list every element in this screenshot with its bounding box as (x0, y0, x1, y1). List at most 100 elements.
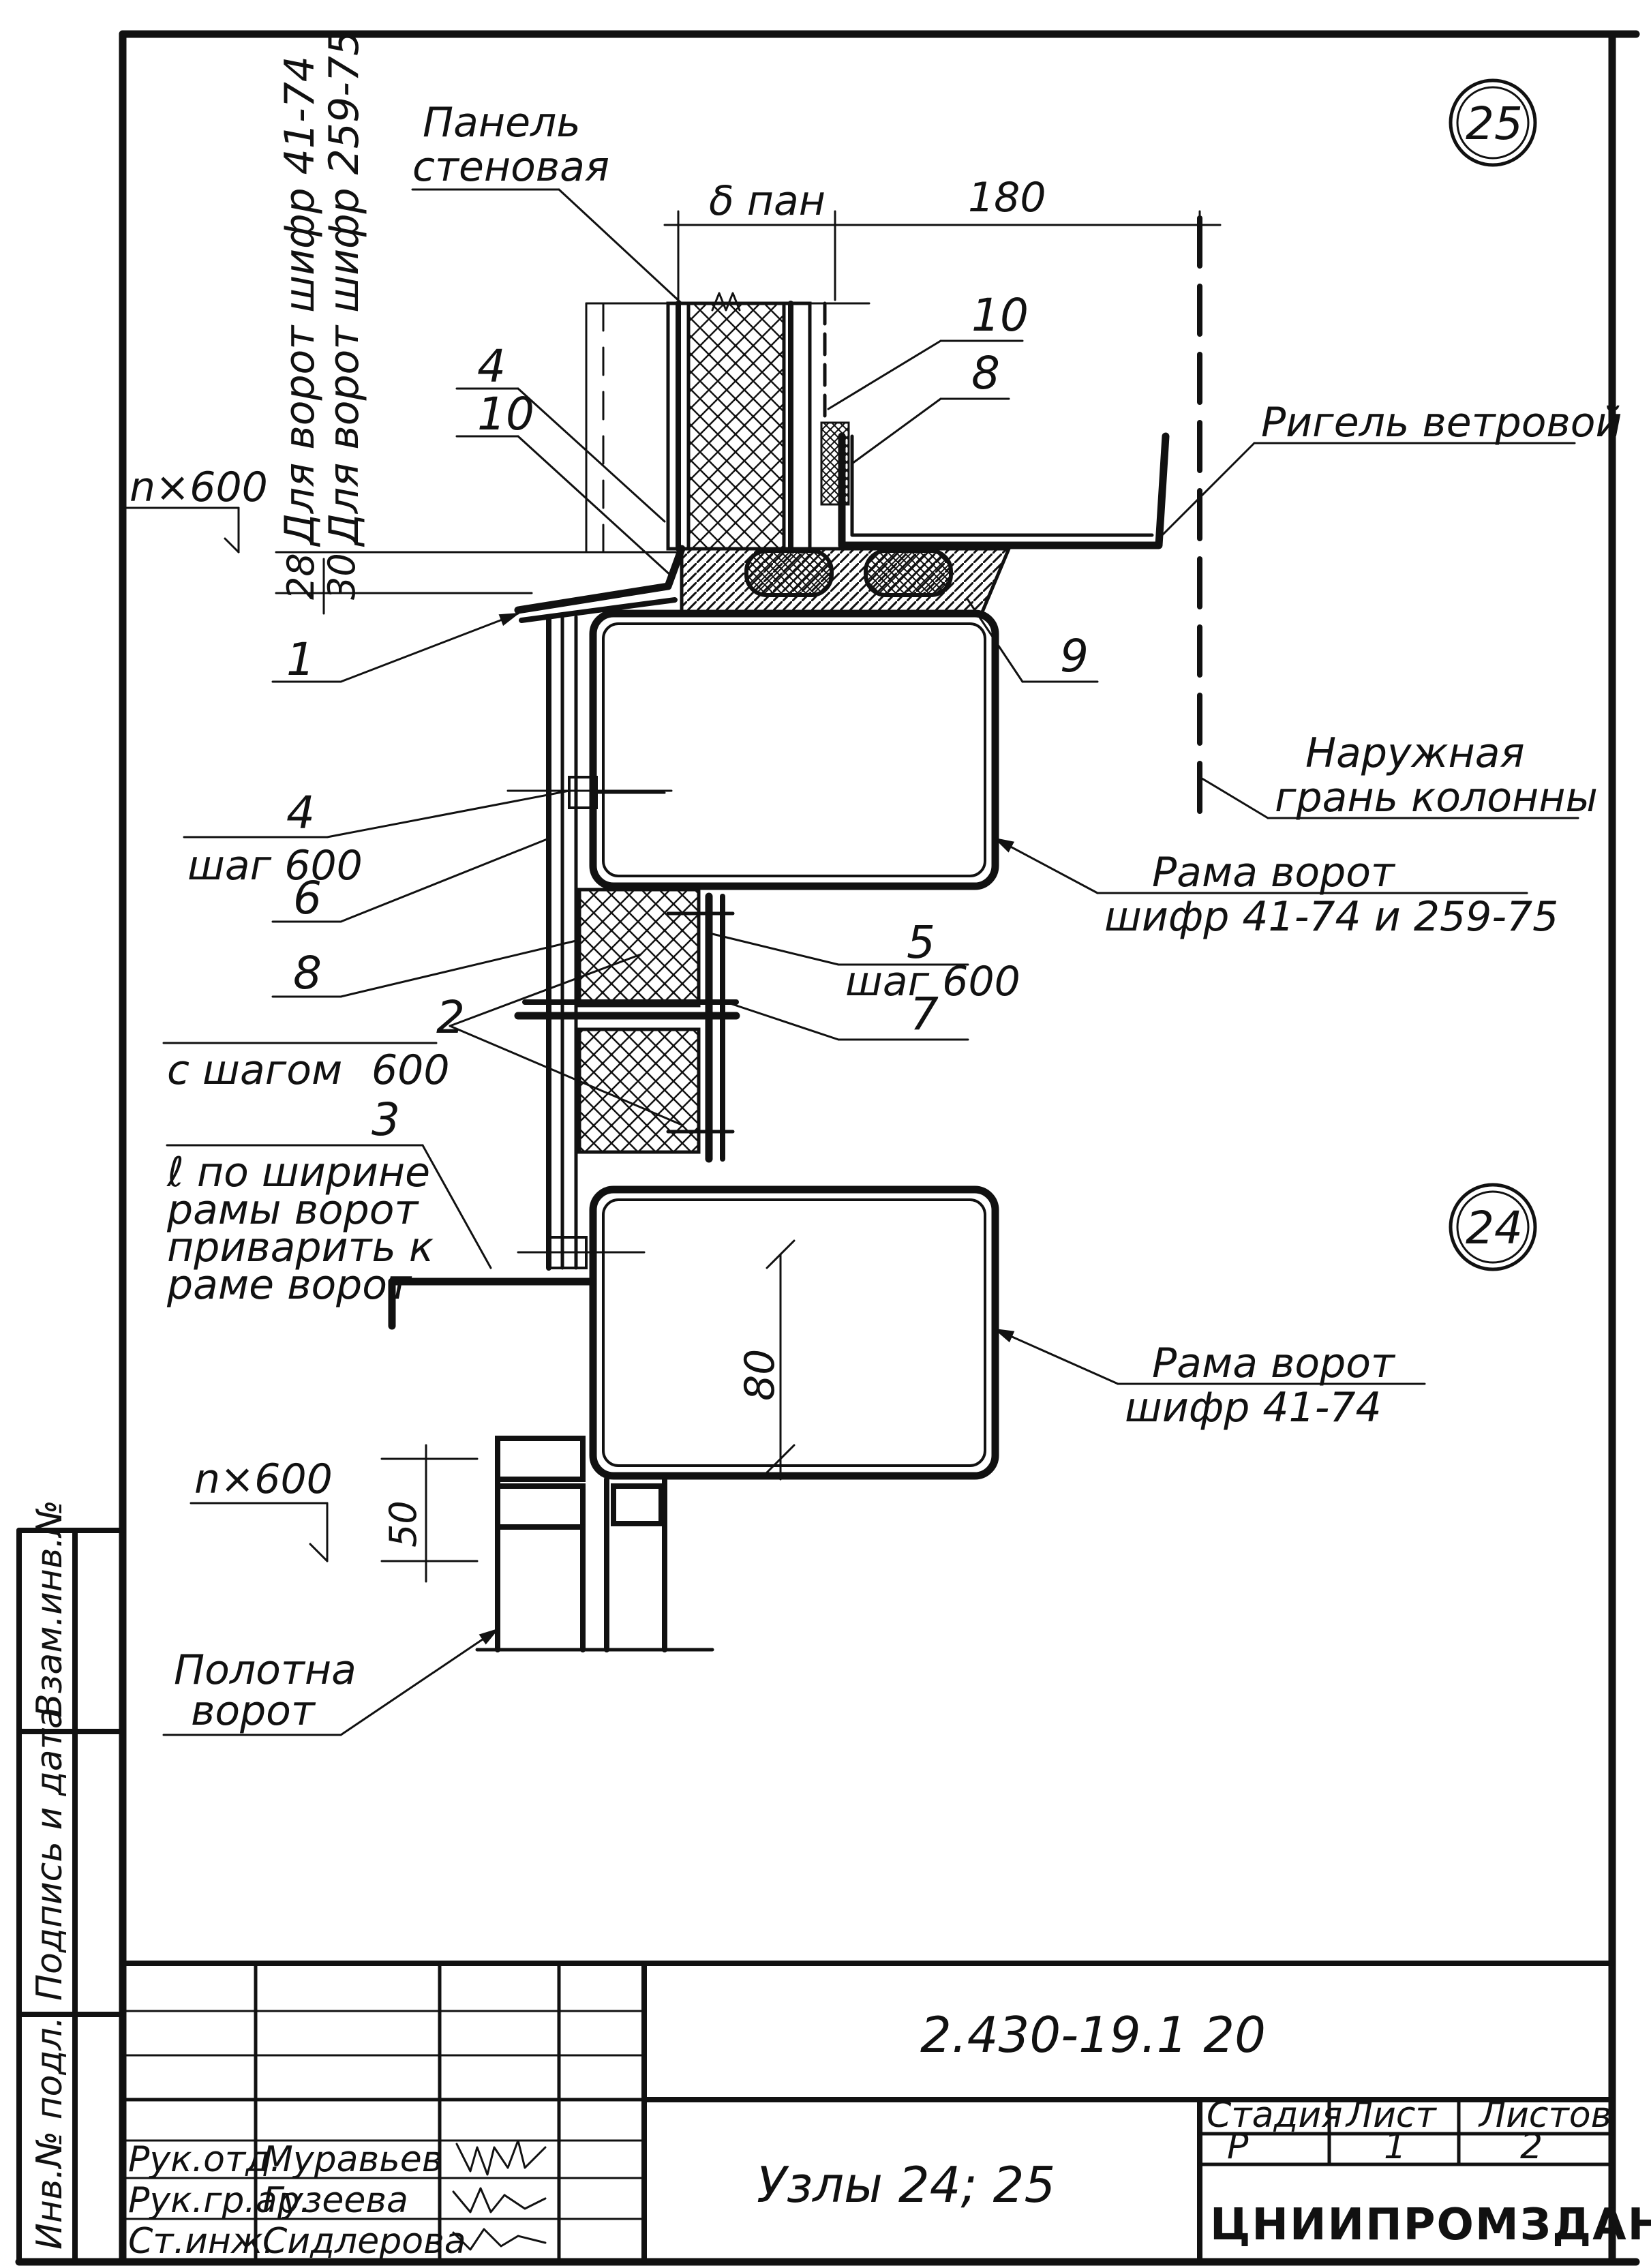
tb-sheet: 1 (1384, 2126, 1406, 2167)
callout-8-mid: 8 (271, 939, 577, 999)
dimension-left-top: n×600 28 30 (125, 464, 683, 615)
label-pos-3: 3 (372, 1093, 400, 1146)
label-gate-frame-2-a: Рама ворот (1152, 1340, 1396, 1387)
tb-stage-header: Стадия (1207, 2095, 1343, 2136)
wall-panel (585, 292, 870, 554)
label-pos3-note-2: рамы ворот (166, 1186, 419, 1234)
label-gate-frame-1-b: шифр 41-74 и 259-75 (1104, 893, 1558, 941)
callout-6: 6 (271, 837, 550, 924)
callout-7: 7 (725, 988, 969, 1041)
label-pos4-step: шаг 600 (187, 842, 363, 890)
dim-n600-bottom: n×600 (194, 1455, 333, 1503)
side-stamp: Взам.инв.№ Подпись и дата Инв.№ подл. (16, 1500, 125, 2265)
callout-panel: Панель стеновая (411, 99, 683, 305)
dimension-top: δ пан 180 (663, 174, 1222, 301)
callout-8-top: 8 (851, 347, 1010, 465)
title-block: Рук.отд. Рук.гр.ар. Ст.инж. Муравьев Гуз… (120, 1961, 1651, 2265)
callout-4-10-top: 4 10 (455, 340, 673, 577)
node-marker-24: 24 (1449, 1183, 1537, 1271)
callout-gate-frame-upper: Рама ворот шифр 41-74 и 259-75 (993, 837, 1558, 941)
label-pos-6: 6 (293, 872, 322, 924)
label-pos-8a: 8 (971, 347, 1000, 399)
flashing-pos1 (514, 545, 686, 623)
note-gate-41-74: Для ворот шифр 41-74 (276, 56, 324, 547)
label-pos-10a: 10 (971, 289, 1029, 342)
middle-insulation (514, 888, 740, 1163)
sealant-block (680, 547, 1012, 616)
tb-role-2: Рук.гр.ар. (128, 2180, 311, 2221)
callout-3: 3 ℓ по ширине рамы ворот приварить к рам… (166, 1093, 492, 1309)
label-outer-face-2: грань колонны (1275, 774, 1598, 821)
label-pos-10b: 10 (477, 388, 534, 440)
gate-frame-lower (388, 1185, 999, 1480)
callout-10-top: 10 (827, 289, 1029, 410)
tb-role-1: Рук.отд. (128, 2139, 282, 2180)
tb-name-2: Гузеева (262, 2180, 408, 2221)
organization: ЦНИИПРОМЗДАНИЙ (1210, 2198, 1651, 2250)
label-pos-7: 7 (910, 988, 939, 1040)
drawing-title: Узлы 24; 25 (757, 2156, 1055, 2213)
tb-sheet-header: Лист (1345, 2095, 1437, 2136)
tb-name-1: Муравьев (262, 2139, 442, 2180)
node-25-label: 25 (1466, 97, 1523, 150)
side-stamp-inv-orig: Инв.№ подл. (29, 2016, 70, 2250)
label-pos-4b: 4 (286, 787, 315, 839)
node-24-label: 24 (1466, 1202, 1523, 1254)
sheet-frame (15, 30, 1640, 2266)
label-gate-frame-1-a: Рама ворот (1152, 849, 1396, 896)
dimension-left-bottom: n×600 50 (190, 1444, 479, 1583)
label-gate-leaf-2: ворот (191, 1687, 316, 1735)
dim-80: 80 (736, 1349, 784, 1401)
callout-4-step: 4 шаг 600 (183, 787, 571, 890)
label-pos3-note-1: ℓ по ширине (166, 1149, 430, 1196)
dim-n600-top: n×600 (130, 464, 268, 511)
label-panel-1: Панель (423, 99, 581, 147)
label-pos-2: 2 (436, 991, 465, 1044)
label-step-600-val: 600 (372, 1046, 450, 1094)
tb-sheets-header: Листов (1478, 2095, 1611, 2136)
tb-role-3: Ст.инж. (128, 2221, 274, 2262)
label-pos-5: 5 (907, 916, 935, 969)
label-pos-8b: 8 (293, 947, 322, 999)
label-gate-leaf-1: Полотна (174, 1646, 357, 1694)
signatures (452, 2139, 547, 2251)
dim-30: 30 (320, 553, 363, 600)
callout-2: с шагом 600 2 (162, 953, 683, 1126)
note-gate-259-75: Для ворот шифр 259-75 (320, 30, 368, 547)
label-panel-2: стеновая (412, 143, 609, 191)
callout-1: 1 (271, 612, 520, 686)
side-stamp-sign-date: Подпись и дата (29, 1707, 70, 2001)
dim-50: 50 (382, 1500, 425, 1547)
callout-wind-girt: Ригель ветровой (1157, 399, 1622, 540)
label-gate-frame-2-b: шифр 41-74 (1125, 1384, 1382, 1432)
dim-180: 180 (968, 174, 1046, 222)
gate-frame-upper (589, 609, 999, 890)
vertical-angle (506, 614, 673, 1271)
side-stamp-replace-inv: Взам.инв.№ (29, 1500, 70, 1718)
label-pos-1: 1 (286, 633, 315, 686)
wind-girt (820, 421, 1170, 549)
label-pos-4a: 4 (477, 340, 506, 393)
gate-leaf (475, 1436, 714, 1652)
label-outer-face-1: Наружная (1305, 729, 1525, 777)
label-step-600-word: с шагом (167, 1046, 342, 1094)
label-pos5-step: шаг 600 (845, 958, 1020, 1006)
callout-9: 9 (967, 599, 1099, 683)
callout-gate-leaf: Полотна ворот (162, 1628, 500, 1736)
label-pos-9: 9 (1060, 630, 1089, 682)
dimension-80: 80 (736, 1239, 796, 1481)
label-wind-girt: Ригель ветровой (1261, 399, 1622, 447)
tb-sheets: 2 (1520, 2126, 1543, 2167)
callout-5: 5 шаг 600 (711, 916, 1020, 1006)
node-marker-25: 25 (1449, 78, 1537, 167)
tb-stage: Р (1227, 2126, 1249, 2167)
tb-name-3: Сидлерова (262, 2221, 466, 2262)
callout-outer-face: Наружная грань колонны (1198, 729, 1598, 821)
dim-delta-pan: δ пан (709, 177, 826, 225)
label-pos3-note-3: приварить к (167, 1224, 434, 1271)
callout-gate-frame-lower: Рама ворот шифр 41-74 (993, 1328, 1426, 1432)
dim-28: 28 (279, 553, 322, 600)
label-pos3-note-4: раме ворот (166, 1261, 412, 1309)
drawing-code: 2.430-19.1 20 (920, 2006, 1266, 2063)
